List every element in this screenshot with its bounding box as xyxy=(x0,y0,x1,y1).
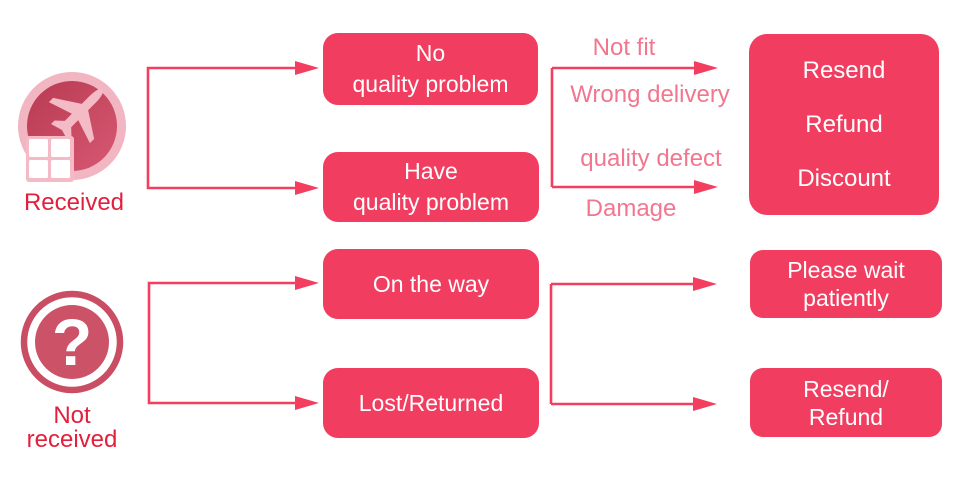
package-glyph xyxy=(26,136,74,182)
not-received-icon-wrap: ? xyxy=(16,286,128,398)
not-received-label-line1: Not xyxy=(53,402,91,429)
question-mark-icon: ? xyxy=(20,290,124,394)
airplane-glyph xyxy=(48,88,104,144)
arrowhead-to-lost-returned xyxy=(295,396,319,410)
status-box-line: On the way xyxy=(372,270,490,297)
status-box-lost-returned: Lost/Returned xyxy=(323,368,539,438)
arrowhead-to-no-quality xyxy=(295,61,319,75)
arrowhead-to-resolutions-top xyxy=(694,61,718,75)
outcome-line-resend: Resend xyxy=(802,56,886,84)
arrowhead-to-resend-refund xyxy=(693,397,717,411)
outcome-box-resolutions: Resend Refund Discount xyxy=(749,34,939,215)
arrowhead-to-resolutions-bottom xyxy=(694,180,718,194)
received-branch-line xyxy=(146,66,297,190)
reason-label-wrong-delivery: Wrong delivery xyxy=(570,81,730,108)
status-box-line: No xyxy=(415,40,446,66)
status-box-have-quality-problem: Have quality problem xyxy=(323,152,539,222)
airplane-package-icon xyxy=(18,72,126,182)
not-received-label: Not received xyxy=(27,404,118,452)
arrowhead-to-have-quality xyxy=(295,181,319,195)
status-box-line: Have xyxy=(404,158,458,184)
status-box-no-quality-problem: No quality problem xyxy=(323,33,538,105)
outcome-line: patiently xyxy=(803,285,889,311)
outcome-line: Resend/ xyxy=(803,375,889,402)
arrowhead-to-please-wait xyxy=(693,277,717,291)
outcome-box-please-wait: Please wait patiently xyxy=(750,250,942,318)
outcome-line-discount: Discount xyxy=(797,164,891,192)
outcomes-branch-line xyxy=(549,282,695,406)
reason-label-damage: Damage xyxy=(585,195,677,222)
arrowhead-to-on-the-way xyxy=(295,276,319,290)
status-box-line: Lost/Returned xyxy=(358,389,504,416)
outcome-line-refund: Refund xyxy=(805,110,883,138)
received-label: Received xyxy=(23,189,125,216)
question-glyph: ? xyxy=(52,305,92,379)
status-box-on-the-way: On the way xyxy=(323,249,539,319)
not-received-label-line2: received xyxy=(26,426,118,453)
reason-label-quality-defect: quality defect xyxy=(580,145,722,172)
reason-label-not-fit: Not fit xyxy=(592,34,656,61)
outcome-box-resend-refund: Resend/ Refund xyxy=(750,368,942,437)
received-icon-wrap xyxy=(16,70,128,186)
status-box-line: quality problem xyxy=(353,189,509,215)
not-received-branch-line xyxy=(147,281,297,405)
status-box-line: quality problem xyxy=(352,71,509,97)
outcome-line: Refund xyxy=(808,403,884,430)
outcome-line: Please wait xyxy=(787,257,905,283)
